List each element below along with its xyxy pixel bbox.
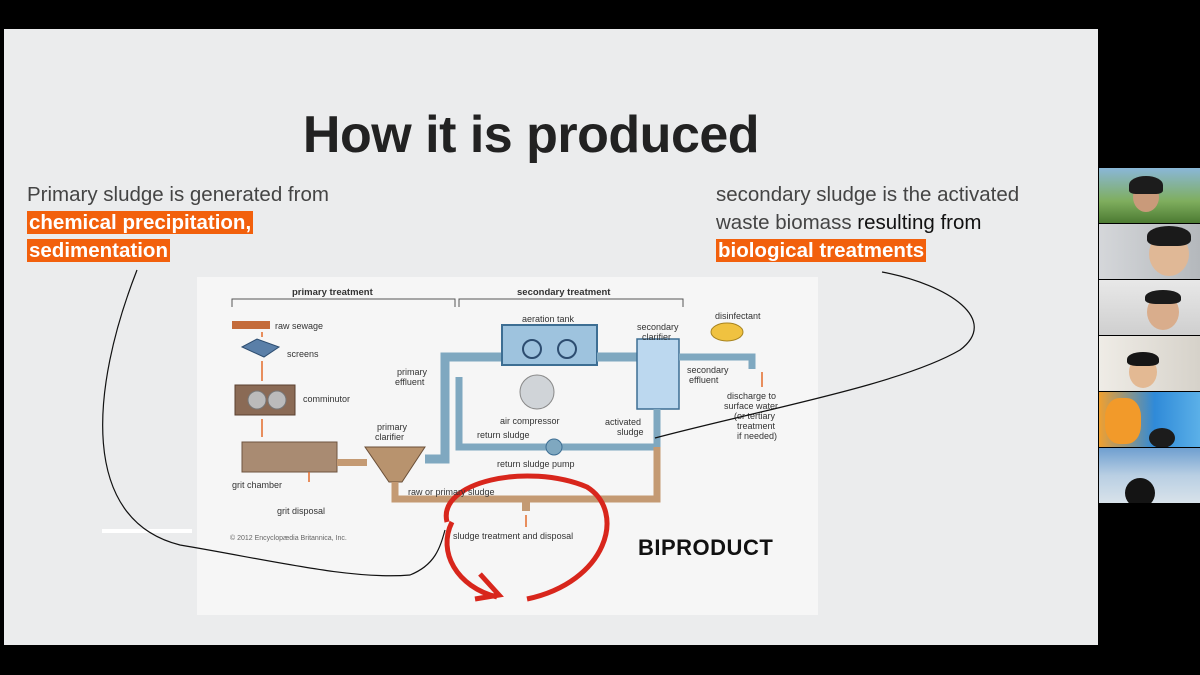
air-compressor-icon: [519, 374, 555, 410]
primary-sludge-line: Primary sludge is generated from: [27, 183, 329, 206]
label-sludge-treatment: sludge treatment and disposal: [453, 531, 574, 541]
label-grit-chamber: grit chamber: [232, 480, 283, 490]
label-discharge-2: surface water: [724, 401, 779, 411]
aeration-tank-icon: [501, 324, 598, 366]
label-primary-clarifier-1: primary: [377, 422, 408, 432]
label-return-sludge-pump: return sludge pump: [497, 459, 575, 469]
secondary-line2b: resulting from: [857, 211, 982, 234]
label-discharge-3: (or tertiary: [734, 411, 776, 421]
label-disinfectant: disinfectant: [715, 311, 761, 321]
label-discharge-1: discharge to: [727, 391, 777, 401]
participant-avatar: [1125, 478, 1155, 503]
screens-icon: [240, 338, 281, 358]
secondary-line1b: activated: [937, 183, 1020, 206]
participant-tile-4[interactable]: [1099, 336, 1200, 391]
highlight-sedimentation: sedimentation: [27, 239, 170, 262]
label-primary-effluent-2: effluent: [395, 377, 425, 387]
label-primary-clarifier-2: clarifier: [375, 432, 405, 442]
label-secondary-effluent-2: effluent: [689, 375, 719, 385]
biproduct-label: BIPRODUCT: [638, 535, 774, 560]
participant-tile-1[interactable]: [1099, 168, 1200, 223]
label-copyright: © 2012 Encyclopædia Britannica, Inc.: [230, 535, 347, 542]
participant-avatar: [1105, 398, 1141, 444]
label-grit-disposal: grit disposal: [277, 506, 326, 516]
label-aeration-tank: aeration tank: [522, 314, 575, 324]
header-secondary-treatment: secondary treatment: [517, 287, 611, 298]
label-screens: screens: [287, 349, 319, 359]
secondary-sludge-text: secondary sludge is the activated waste …: [716, 181, 1076, 265]
highlight-biological-treatments: biological treatments: [716, 239, 927, 262]
secondary-clarifier-icon: [636, 338, 680, 410]
label-comminutor: comminutor: [303, 394, 351, 404]
label-discharge-4: treatment: [737, 421, 776, 431]
secondary-line1a: secondary sludge is the: [716, 183, 938, 206]
label-primary-effluent-1: primary: [397, 367, 428, 377]
red-circle-annotation: [443, 473, 610, 602]
participant-tile-5[interactable]: [1099, 392, 1200, 447]
slide-title: How it is produced: [302, 106, 760, 164]
label-activated-sludge-2: sludge: [617, 427, 644, 437]
header-primary-treatment: primary treatment: [292, 287, 373, 298]
raw-sewage-pipe: [232, 321, 270, 329]
label-air-compressor: air compressor: [500, 416, 560, 426]
disinfectant-icon: [710, 322, 744, 342]
participant-video-strip: [1099, 168, 1200, 504]
secondary-line2a: waste biomass: [716, 211, 858, 234]
label-raw-sewage: raw sewage: [275, 321, 324, 331]
label-secondary-effluent-1: secondary: [687, 365, 729, 375]
primary-clarifier-icon: [364, 446, 426, 483]
presentation-slide: How it is produced Primary sludge is gen…: [4, 29, 1098, 645]
grit-chamber-icon: [241, 441, 338, 473]
label-secondary-clarifier-2: clarifier: [642, 332, 672, 342]
wastewater-diagram: primary treatment secondary treatment ra…: [197, 277, 818, 615]
label-raw-primary-sludge: raw or primary sludge: [408, 487, 495, 497]
decorative-bar: [102, 529, 192, 533]
label-secondary-clarifier-1: secondary: [637, 322, 679, 332]
label-return-sludge: return sludge: [477, 430, 530, 440]
label-activated-sludge-1: activated: [605, 417, 642, 427]
participant-tile-2[interactable]: [1099, 224, 1200, 279]
participant-tile-3[interactable]: [1099, 280, 1200, 335]
label-discharge-5: if needed): [737, 431, 778, 441]
primary-sludge-text: Primary sludge is generated from chemica…: [27, 181, 407, 265]
return-sludge-pump-icon: [545, 438, 563, 456]
participant-tile-6[interactable]: [1099, 448, 1200, 503]
highlight-chemical-precipitation: chemical precipitation,: [27, 211, 254, 234]
